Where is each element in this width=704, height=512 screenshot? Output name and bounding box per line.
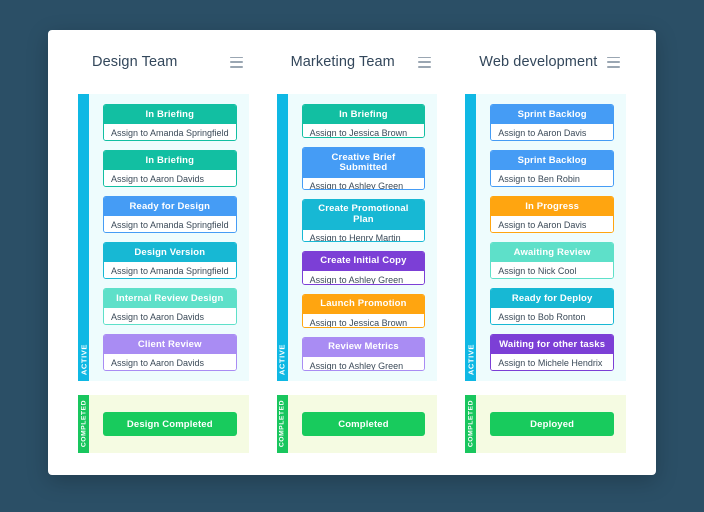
task-assignee: Assign to Aaron Davids [104, 354, 236, 370]
task-card[interactable]: Review Metrics Assign to Ashley Green [301, 336, 426, 372]
completed-section: COMPLETED Design Completed [78, 395, 249, 453]
task-assignee: Assign to Amanda Springfield [104, 262, 236, 278]
completed-task-card[interactable]: Completed [301, 412, 426, 436]
board-columns: Design Team ACTIVE In Briefing Assign to… [48, 30, 656, 475]
kanban-board-card: Design Team ACTIVE In Briefing Assign to… [48, 30, 656, 475]
task-card[interactable]: Design Version Assign to Amanda Springfi… [103, 242, 237, 279]
task-title: In Briefing [104, 105, 236, 125]
task-assignee: Assign to Aaron Davis [491, 216, 614, 232]
board-column-marketing-team: Marketing Team ACTIVE In Briefing Assign… [263, 30, 452, 475]
completed-section: COMPLETED Deployed [465, 395, 627, 453]
task-list: In Briefing Assign to Jessica Brown Crea… [288, 94, 438, 381]
task-title: Internal Review Design [104, 289, 236, 309]
active-rail-label: ACTIVE [466, 343, 476, 375]
hamburger-menu-icon[interactable] [229, 56, 243, 68]
completed-content: Completed [288, 395, 438, 453]
completed-content: Design Completed [89, 395, 249, 453]
task-assignee: Assign to Amanda Springfield [104, 216, 236, 232]
task-list: Sprint Backlog Assign to Aaron Davis Spr… [476, 94, 626, 381]
task-assignee: Assign to Ashley Green [302, 357, 425, 371]
task-title: Waiting for other tasks [491, 335, 614, 355]
task-assignee: Assign to Amanda Springfield [104, 124, 236, 140]
column-title: Design Team [92, 54, 178, 70]
completed-task-card[interactable]: Design Completed [103, 412, 237, 436]
completed-content: Deployed [476, 395, 626, 453]
task-card[interactable]: Sprint Backlog Assign to Ben Robin [490, 150, 615, 187]
task-card[interactable]: Awaiting Review Assign to Nick Cool [490, 242, 615, 279]
completed-rail: COMPLETED [276, 395, 288, 453]
task-assignee: Assign to Henry Martin [302, 229, 425, 241]
task-assignee: Assign to Aaron Davids [104, 308, 236, 324]
hamburger-menu-icon[interactable] [418, 56, 432, 68]
column-title: Marketing Team [290, 54, 395, 70]
task-card[interactable]: Launch Promotion Assign to Jessica Brown [301, 293, 426, 328]
completed-rail-label: COMPLETED [467, 399, 475, 447]
task-card[interactable]: In Briefing Assign to Jessica Brown [301, 104, 426, 139]
task-title: In Briefing [302, 105, 425, 125]
task-card[interactable]: Creative Brief Submitted Assign to Ashle… [301, 147, 426, 190]
task-title: In Briefing [104, 151, 236, 171]
task-card[interactable]: Create Promotional Plan Assign to Henry … [301, 198, 426, 242]
task-title: Create Initial Copy [302, 251, 425, 272]
completed-rail-label: COMPLETED [278, 399, 286, 447]
section-spacer [78, 381, 249, 395]
task-card[interactable]: Create Initial Copy Assign to Ashley Gre… [301, 250, 426, 285]
task-title: Sprint Backlog [491, 105, 614, 125]
completed-rail: COMPLETED [78, 395, 89, 453]
column-header: Web development [465, 30, 626, 94]
task-title: Create Promotional Plan [302, 199, 425, 230]
completed-task-card[interactable]: Deployed [490, 412, 615, 436]
task-assignee: Assign to Michele Hendrix [491, 354, 614, 370]
task-card[interactable]: Ready for Deploy Assign to Bob Ronton [490, 288, 615, 325]
board-column-design-team: Design Team ACTIVE In Briefing Assign to… [64, 30, 263, 475]
task-assignee: Assign to Ashley Green [302, 271, 425, 284]
hamburger-menu-icon[interactable] [607, 56, 621, 68]
active-rail-label: ACTIVE [79, 343, 88, 375]
task-card[interactable]: In Briefing Assign to Amanda Springfield [103, 104, 237, 141]
completed-rail-label: COMPLETED [80, 399, 87, 447]
task-assignee: Assign to Bob Ronton [491, 308, 614, 324]
task-title: Awaiting Review [491, 243, 614, 263]
task-card[interactable]: Internal Review Design Assign to Aaron D… [103, 288, 237, 325]
active-rail: ACTIVE [276, 94, 288, 381]
task-list: In Briefing Assign to Amanda Springfield… [89, 94, 249, 381]
completed-rail: COMPLETED [465, 395, 477, 453]
task-title: In Progress [491, 197, 614, 217]
task-card[interactable]: Waiting for other tasks Assign to Michel… [490, 334, 615, 371]
task-title: Creative Brief Submitted [302, 148, 425, 178]
active-section: ACTIVE Sprint Backlog Assign to Aaron Da… [465, 94, 627, 381]
task-assignee: Assign to Aaron Davids [104, 170, 236, 186]
task-title: Design Version [104, 243, 236, 263]
task-assignee: Assign to Ashley Green [302, 177, 425, 189]
task-card[interactable]: In Progress Assign to Aaron Davis [490, 196, 615, 233]
task-card[interactable]: Client Review Assign to Aaron Davids [103, 334, 237, 371]
section-spacer [277, 381, 438, 395]
task-title: Ready for Design [104, 197, 236, 217]
completed-section: COMPLETED Completed [276, 395, 438, 453]
task-assignee: Assign to Aaron Davis [491, 124, 614, 140]
active-section: ACTIVE In Briefing Assign to Jessica Bro… [276, 94, 438, 381]
column-title: Web development [479, 54, 598, 70]
column-header: Marketing Team [277, 30, 438, 94]
task-card[interactable]: In Briefing Assign to Aaron Davids [103, 150, 237, 187]
active-rail: ACTIVE [78, 94, 89, 381]
active-rail-label: ACTIVE [277, 343, 287, 375]
task-assignee: Assign to Jessica Brown [302, 314, 425, 327]
active-rail: ACTIVE [465, 94, 477, 381]
task-title: Sprint Backlog [491, 151, 614, 171]
task-title: Ready for Deploy [491, 289, 614, 309]
section-spacer [465, 381, 626, 395]
task-title: Client Review [104, 335, 236, 355]
task-assignee: Assign to Ben Robin [491, 170, 614, 186]
task-assignee: Assign to Jessica Brown [302, 124, 425, 138]
task-card[interactable]: Sprint Backlog Assign to Aaron Davis [490, 104, 615, 141]
task-card[interactable]: Ready for Design Assign to Amanda Spring… [103, 196, 237, 233]
task-assignee: Assign to Nick Cool [491, 262, 614, 278]
column-header: Design Team [78, 30, 249, 94]
task-title: Launch Promotion [302, 294, 425, 315]
active-section: ACTIVE In Briefing Assign to Amanda Spri… [78, 94, 249, 381]
task-title: Review Metrics [302, 337, 425, 358]
board-column-web-development: Web development ACTIVE Sprint Backlog As… [451, 30, 640, 475]
